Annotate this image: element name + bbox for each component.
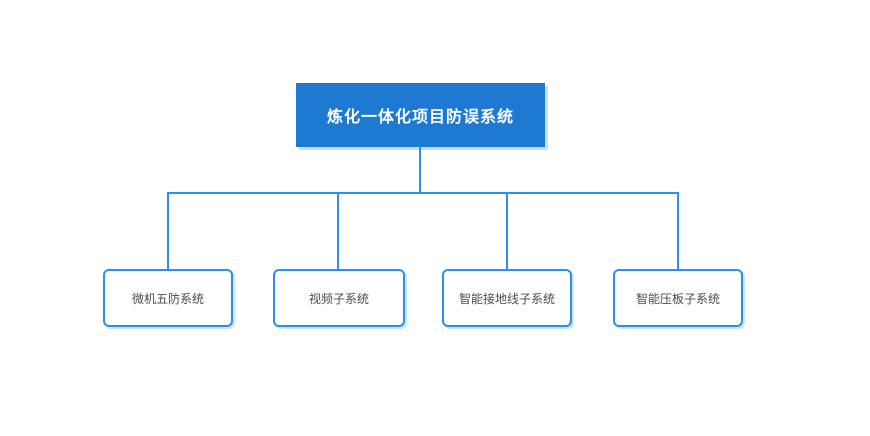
- node-child-label: 微机五防系统: [131, 291, 204, 306]
- connector-drop-1: [167, 192, 169, 270]
- node-root-label: 炼化一体化项目防误系统: [326, 109, 514, 126]
- node-root[interactable]: 炼化一体化项目防误系统: [296, 83, 545, 147]
- node-child-wjwf[interactable]: 微机五防系统: [103, 269, 233, 327]
- connector-horizontal: [167, 192, 679, 194]
- connector-drop-2: [337, 192, 339, 270]
- node-child-label: 视频子系统: [308, 291, 369, 306]
- node-child-plate[interactable]: 智能压板子系统: [613, 269, 743, 327]
- connector-drop-4: [677, 192, 679, 270]
- connector-root-stem: [419, 147, 421, 193]
- node-child-grounding[interactable]: 智能接地线子系统: [442, 269, 572, 327]
- node-child-video[interactable]: 视频子系统: [273, 269, 405, 327]
- node-child-label: 智能接地线子系统: [458, 291, 555, 306]
- connector-drop-3: [506, 192, 508, 270]
- node-child-label: 智能压板子系统: [635, 291, 720, 306]
